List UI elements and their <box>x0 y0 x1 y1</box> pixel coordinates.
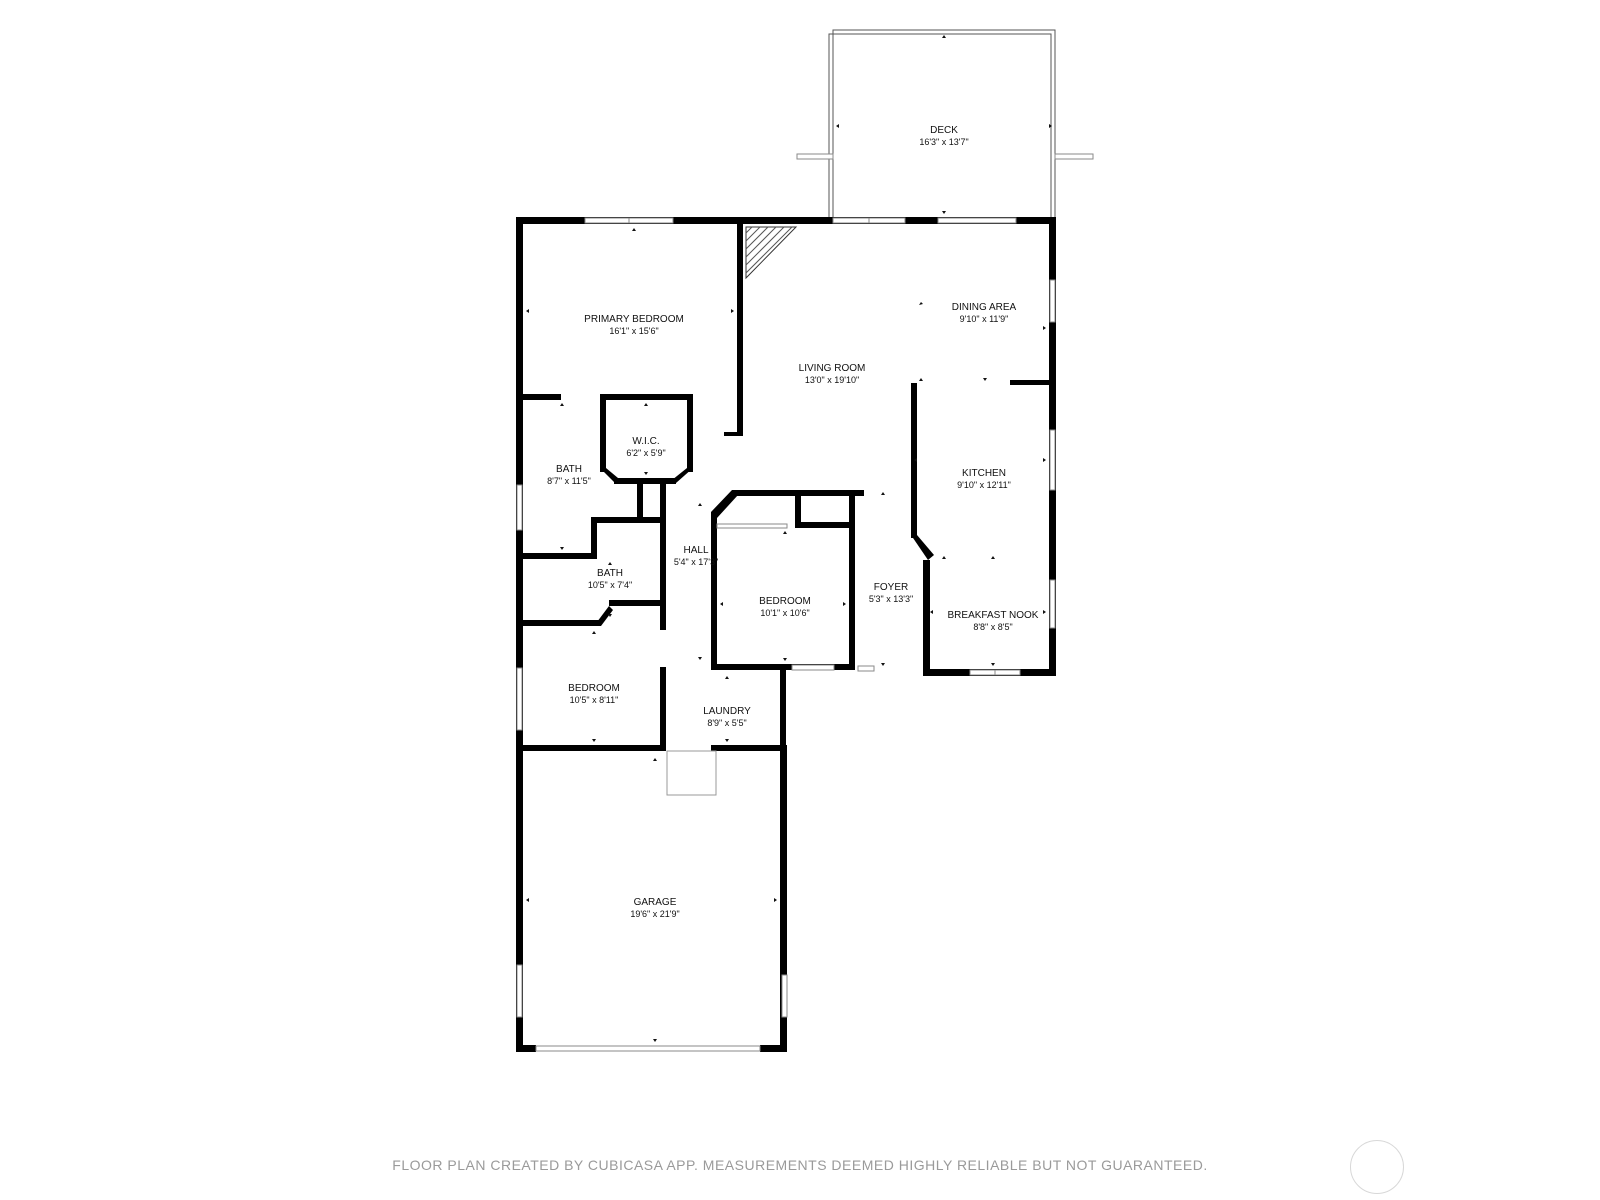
room-name-bedroom-2: BEDROOM <box>568 683 620 694</box>
room-dims-foyer: 5'3" x 13'3" <box>869 594 913 604</box>
room-dims-breakfast-nook: 8'8" x 8'5" <box>973 622 1012 632</box>
room-dims-living-room: 13'0" x 19'10" <box>805 375 859 385</box>
room-labels: DECK 16'3" x 13'7" PRIMARY BEDROOM 16'1"… <box>547 125 1039 919</box>
footer-disclaimer: FLOOR PLAN CREATED BY CUBICASA APP. MEAS… <box>392 1157 1208 1173</box>
room-dims-bedroom-1: 10'1" x 10'6" <box>760 608 809 618</box>
room-dims-deck: 16'3" x 13'7" <box>919 137 968 147</box>
room-name-kitchen: KITCHEN <box>962 468 1006 479</box>
room-name-foyer: FOYER <box>874 582 908 593</box>
room-name-bath-2: BATH <box>597 568 623 579</box>
room-dims-bedroom-2: 10'5" x 8'11" <box>570 695 619 705</box>
deck-outline <box>796 29 1094 217</box>
windows <box>516 217 1056 1052</box>
fireplace-hatch <box>745 226 798 280</box>
dimension-ticks <box>526 35 1052 1042</box>
room-dims-bath-1: 8'7" x 11'5" <box>547 476 591 486</box>
room-name-primary-bedroom: PRIMARY BEDROOM <box>584 314 684 325</box>
room-name-bath-1: BATH <box>556 464 582 475</box>
room-name-bedroom-1: BEDROOM <box>759 596 811 607</box>
laundry-step <box>666 750 717 796</box>
room-dims-garage: 19'6" x 21'9" <box>630 909 679 919</box>
room-name-deck: DECK <box>930 125 958 136</box>
room-dims-kitchen: 9'10" x 12'11" <box>957 480 1011 490</box>
room-name-hall: HALL <box>683 545 708 556</box>
room-name-living-room: LIVING ROOM <box>799 363 866 374</box>
room-name-laundry: LAUNDRY <box>703 706 751 717</box>
compass-icon <box>1350 1140 1404 1194</box>
room-dims-dining-area: 9'10" x 11'9" <box>960 314 1009 324</box>
room-name-garage: GARAGE <box>634 897 677 908</box>
room-name-breakfast-nook: BREAKFAST NOOK <box>948 610 1039 621</box>
room-dims-primary-bedroom: 16'1" x 15'6" <box>609 326 658 336</box>
room-name-wic: W.I.C. <box>632 436 659 447</box>
room-dims-laundry: 8'9" x 5'5" <box>707 718 746 728</box>
walls <box>516 217 1056 1052</box>
room-dims-hall: 5'4" x 17'3" <box>674 557 718 567</box>
room-name-dining-area: DINING AREA <box>952 302 1017 313</box>
room-dims-bath-2: 10'5" x 7'4" <box>588 580 632 590</box>
room-dims-wic: 6'2" x 5'9" <box>626 448 665 458</box>
